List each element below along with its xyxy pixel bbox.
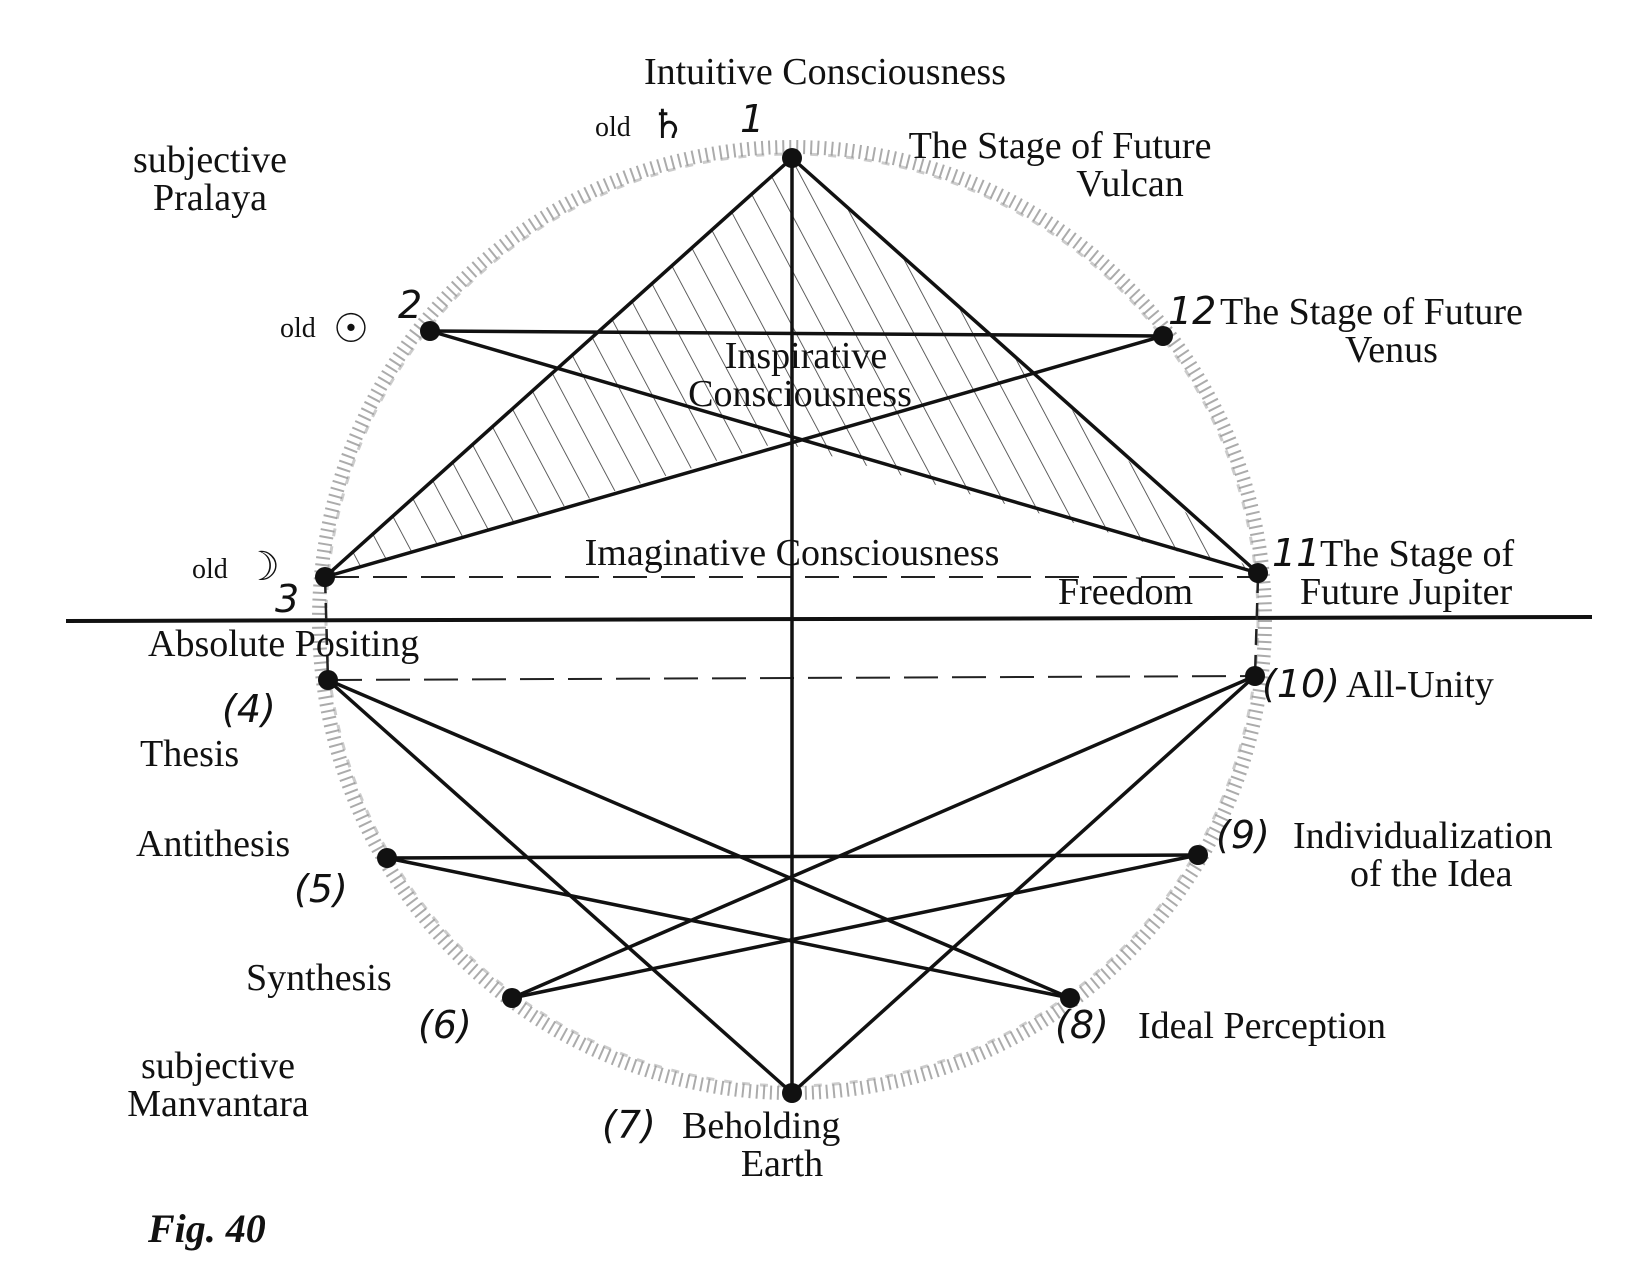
- saturn-icon: ♄: [650, 102, 686, 148]
- point-7-number: (7): [602, 1103, 656, 1147]
- individualization-line1: Individualization: [1293, 815, 1553, 857]
- point-12-number: 12: [1168, 289, 1216, 333]
- dashed-vertical-left: [323, 576, 330, 681]
- upper-lines: [323, 156, 1260, 579]
- point-5: [377, 848, 397, 868]
- point-4: [318, 670, 338, 690]
- point-1-number: 1: [740, 97, 764, 141]
- point-9-number: (9): [1216, 813, 1270, 857]
- point-12-line1: The Stage of Future: [1220, 291, 1523, 333]
- old-label-1: old: [595, 112, 631, 143]
- middle-label-line2: Consciousness: [688, 373, 912, 415]
- point-10-number: (10): [1262, 662, 1340, 706]
- point-10: [1245, 666, 1265, 686]
- point-9: [1188, 845, 1208, 865]
- synthesis-label: Synthesis: [246, 957, 392, 999]
- point-8: [1060, 988, 1080, 1008]
- middle-label-line1: Inspirative: [725, 335, 888, 377]
- pralaya-line2: Pralaya: [153, 177, 267, 219]
- top-label: Intuitive Consciousness: [644, 51, 1006, 93]
- point-11-number: 11: [1272, 531, 1320, 575]
- manvantara-line1: subjective: [141, 1045, 295, 1087]
- earth-label: Earth: [741, 1143, 823, 1185]
- old-label-3: old: [192, 554, 228, 585]
- beholding-label: Beholding: [682, 1105, 840, 1147]
- sun-icon: ☉: [333, 306, 369, 352]
- moon-icon: ☽: [244, 544, 280, 590]
- point-4-number: (4): [222, 687, 276, 731]
- vulcan-label-line2: Vulcan: [1076, 163, 1183, 205]
- point-2: [420, 321, 440, 341]
- point-12-line2: Venus: [1345, 329, 1438, 371]
- old-label-2: old: [280, 313, 316, 344]
- point-6-number: (6): [418, 1003, 472, 1047]
- point-6: [502, 988, 522, 1008]
- manvantara-line2: Manvantara: [127, 1083, 309, 1125]
- lower-label: Imaginative Consciousness: [585, 532, 1000, 574]
- thesis-label: Thesis: [140, 733, 239, 775]
- ideal-perception-label: Ideal Perception: [1138, 1005, 1386, 1047]
- point-8-number: (8): [1055, 1003, 1109, 1047]
- figure-caption: Fig. 40: [147, 1206, 266, 1251]
- point-5-number: (5): [294, 867, 348, 911]
- absolute-positing-label: Absolute Positing: [148, 623, 419, 665]
- point-11-freedom: Freedom: [1058, 571, 1193, 613]
- point-1: [782, 148, 802, 168]
- points: [315, 148, 1268, 1103]
- horizon-line: [65, 615, 1593, 623]
- point-11-line2: Future Jupiter: [1300, 571, 1512, 613]
- point-3: [315, 567, 335, 587]
- point-2-number: 2: [398, 283, 422, 327]
- all-unity-label: All-Unity: [1346, 664, 1494, 706]
- point-11: [1248, 563, 1268, 583]
- point-12: [1153, 326, 1173, 346]
- individualization-line2: of the Idea: [1350, 853, 1513, 895]
- lower-lines: [326, 674, 1257, 1095]
- pralaya-line1: subjective: [133, 139, 287, 181]
- vulcan-label-line1: The Stage of Future: [909, 125, 1212, 167]
- antithesis-label: Antithesis: [136, 823, 290, 865]
- dashed-vertical-right: [1253, 576, 1260, 677]
- hatched-region: [325, 158, 1252, 577]
- point-11-line1: The Stage of: [1320, 533, 1515, 575]
- point-3-number: 3: [275, 577, 299, 621]
- point-7: [782, 1083, 802, 1103]
